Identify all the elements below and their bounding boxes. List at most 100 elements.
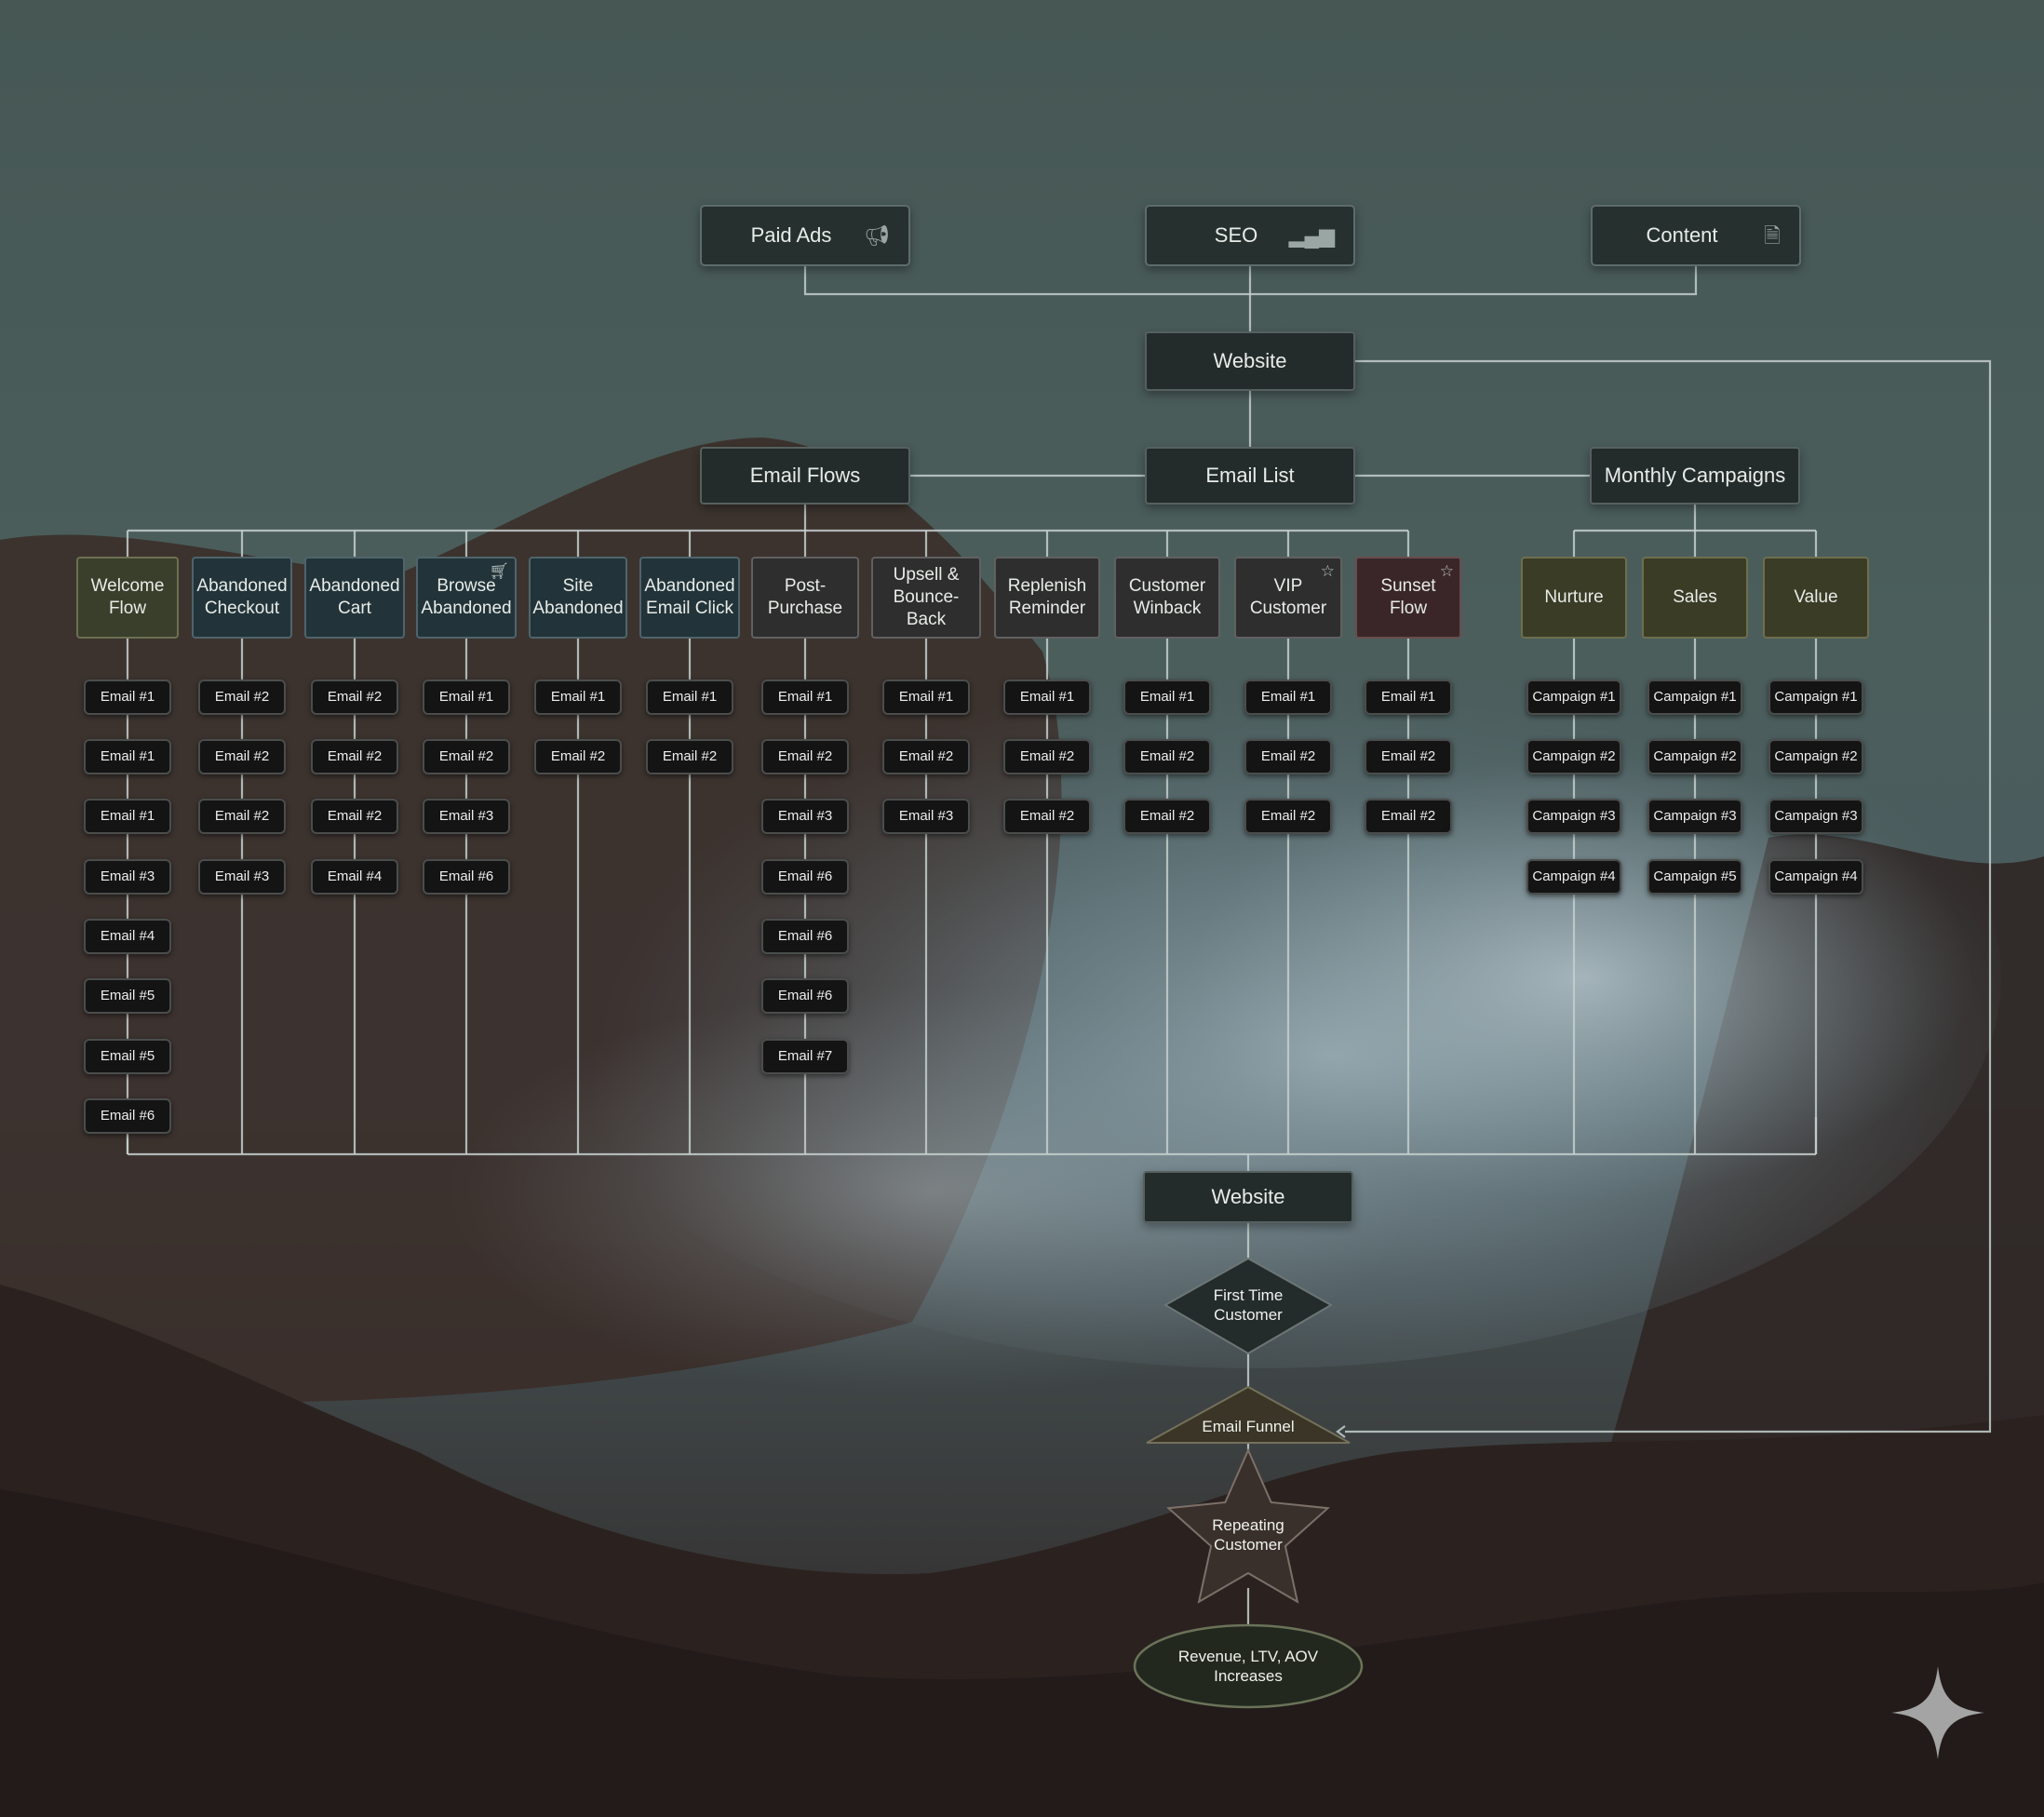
post-purchase-node-label: Post- Purchase [768, 575, 842, 620]
content-node[interactable]: Content🗎︎ [1591, 205, 1801, 266]
post-purchase-node[interactable]: Post- Purchase [751, 557, 859, 639]
abandoned-email-click-node[interactable]: Abandoned Email Click [639, 557, 740, 639]
upsell-bounce-back-node[interactable]: Upsell & Bounce-Back [871, 557, 981, 639]
campaign-pill[interactable]: Campaign #3 [1768, 799, 1863, 834]
email-pill[interactable]: Email #2 [1003, 799, 1091, 834]
campaign-pill[interactable]: Campaign #3 [1526, 799, 1621, 834]
email-pill[interactable]: Email #2 [311, 799, 398, 834]
email-pill[interactable]: Email #3 [84, 859, 171, 895]
email-pill-label: Email #1 [101, 748, 155, 766]
email-pill[interactable]: Email #1 [1365, 680, 1452, 715]
campaign-pill-label: Campaign #3 [1532, 808, 1615, 826]
campaign-pill[interactable]: Campaign #4 [1768, 859, 1863, 895]
email-pill[interactable]: Email #2 [1123, 799, 1211, 834]
customer-winback-node-label: Customer Winback [1129, 575, 1205, 620]
email-pill-label: Email #2 [1020, 808, 1074, 826]
site-abandoned-node[interactable]: Site Abandoned [529, 557, 627, 639]
email-pill[interactable]: Email #1 [423, 680, 510, 715]
email-pill[interactable]: Email #2 [761, 739, 849, 774]
email-pill-label: Email #2 [1261, 808, 1315, 826]
campaign-pill[interactable]: Campaign #5 [1647, 859, 1742, 895]
vip-customer-node[interactable]: VIP Customer☆ [1234, 557, 1342, 639]
campaign-pill[interactable]: Campaign #4 [1526, 859, 1621, 895]
email-pill[interactable]: Email #2 [534, 739, 622, 774]
campaign-pill[interactable]: Campaign #3 [1647, 799, 1742, 834]
email-flows-node[interactable]: Email Flows [700, 447, 910, 505]
email-pill[interactable]: Email #6 [761, 919, 849, 954]
paid-ads-node[interactable]: Paid Ads📢︎ [700, 205, 910, 266]
campaign-pill[interactable]: Campaign #2 [1768, 739, 1863, 774]
email-pill[interactable]: Email #1 [1003, 680, 1091, 715]
replenish-reminder-node[interactable]: Replenish Reminder [994, 557, 1100, 639]
email-pill-label: Email #4 [101, 928, 155, 946]
campaign-pill[interactable]: Campaign #2 [1526, 739, 1621, 774]
email-pill[interactable]: Email #6 [423, 859, 510, 895]
email-pill[interactable]: Email #3 [423, 799, 510, 834]
monthly-campaigns-node-label: Monthly Campaigns [1605, 463, 1785, 489]
email-pill[interactable]: Email #2 [1244, 799, 1332, 834]
email-pill-label: Email #2 [1381, 808, 1435, 826]
campaign-pill[interactable]: Campaign #1 [1647, 680, 1742, 715]
email-list-node-label: Email List [1205, 463, 1294, 489]
email-pill[interactable]: Email #7 [761, 1039, 849, 1074]
email-pill[interactable]: Email #1 [646, 680, 733, 715]
browse-abandoned-node[interactable]: Browse Abandoned🛒︎ [416, 557, 517, 639]
email-pill[interactable]: Email #1 [84, 739, 171, 774]
email-pill[interactable]: Email #1 [1244, 680, 1332, 715]
email-pill[interactable]: Email #3 [198, 859, 286, 895]
email-pill[interactable]: Email #3 [882, 799, 970, 834]
email-pill[interactable]: Email #6 [84, 1098, 171, 1134]
email-pill-label: Email #1 [1140, 689, 1194, 707]
email-pill[interactable]: Email #5 [84, 1039, 171, 1074]
campaign-pill[interactable]: Campaign #1 [1768, 680, 1863, 715]
email-pill[interactable]: Email #1 [84, 799, 171, 834]
email-pill[interactable]: Email #2 [646, 739, 733, 774]
seo-node[interactable]: SEO▂▄▆ [1145, 205, 1355, 266]
welcome-flow-node[interactable]: Welcome Flow [76, 557, 179, 639]
email-pill[interactable]: Email #2 [423, 739, 510, 774]
email-funnel-label: Email Funnel [1169, 1411, 1327, 1443]
email-pill[interactable]: Email #2 [1123, 739, 1211, 774]
email-pill[interactable]: Email #3 [761, 799, 849, 834]
email-pill[interactable]: Email #2 [311, 680, 398, 715]
email-flows-node-label: Email Flows [750, 463, 861, 489]
abandoned-cart-node[interactable]: Abandoned Cart [304, 557, 405, 639]
email-pill-label: Email #3 [778, 808, 832, 826]
nurture-node[interactable]: Nurture [1521, 557, 1627, 639]
email-pill-label: Email #2 [215, 689, 269, 707]
email-pill[interactable]: Email #2 [1365, 739, 1452, 774]
email-pill[interactable]: Email #1 [84, 680, 171, 715]
email-pill[interactable]: Email #1 [534, 680, 622, 715]
email-pill[interactable]: Email #2 [311, 739, 398, 774]
campaign-pill[interactable]: Campaign #1 [1526, 680, 1621, 715]
email-pill[interactable]: Email #2 [1365, 799, 1452, 834]
website-bottom-node[interactable]: Website [1143, 1171, 1353, 1223]
campaign-pill[interactable]: Campaign #2 [1647, 739, 1742, 774]
email-pill[interactable]: Email #4 [311, 859, 398, 895]
email-pill[interactable]: Email #6 [761, 859, 849, 895]
email-pill[interactable]: Email #1 [882, 680, 970, 715]
sales-node[interactable]: Sales [1642, 557, 1748, 639]
email-pill[interactable]: Email #4 [84, 919, 171, 954]
email-pill[interactable]: Email #2 [1003, 739, 1091, 774]
star-icon: ☆ [1440, 561, 1454, 581]
website-top-node[interactable]: Website [1145, 331, 1355, 391]
cart-icon: 🛒︎ [489, 561, 509, 581]
email-pill[interactable]: Email #6 [761, 978, 849, 1014]
email-pill[interactable]: Email #1 [761, 680, 849, 715]
value-node[interactable]: Value [1763, 557, 1869, 639]
monthly-campaigns-node[interactable]: Monthly Campaigns [1590, 447, 1800, 505]
email-list-node[interactable]: Email List [1145, 447, 1355, 505]
website-top-node-label: Website [1213, 348, 1286, 374]
sunset-flow-node[interactable]: Sunset Flow☆ [1355, 557, 1461, 639]
email-pill[interactable]: Email #2 [198, 799, 286, 834]
email-pill[interactable]: Email #2 [1244, 739, 1332, 774]
email-pill[interactable]: Email #2 [198, 680, 286, 715]
email-pill[interactable]: Email #2 [198, 739, 286, 774]
website-bottom-node-label: Website [1211, 1184, 1284, 1210]
email-pill[interactable]: Email #1 [1123, 680, 1211, 715]
abandoned-checkout-node[interactable]: Abandoned Checkout [192, 557, 292, 639]
email-pill[interactable]: Email #5 [84, 978, 171, 1014]
email-pill[interactable]: Email #2 [882, 739, 970, 774]
customer-winback-node[interactable]: Customer Winback [1114, 557, 1220, 639]
